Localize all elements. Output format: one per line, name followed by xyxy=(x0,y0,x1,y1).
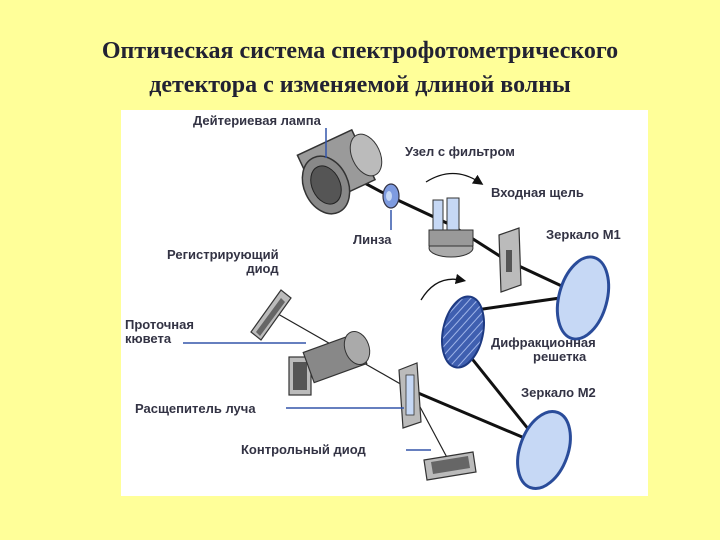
grating-rotation-arrow xyxy=(420,273,467,301)
label-grating: Дифракционная решетка xyxy=(491,336,596,364)
mirror-m1 xyxy=(555,255,611,341)
label-control-diode: Контрольный диод xyxy=(241,442,366,457)
label-flow-cell-line-1: Проточная xyxy=(125,317,194,332)
label-deuterium-lamp: Дейтериевая лампа xyxy=(193,113,321,128)
label-recording-diode-line-1: Регистрирующий xyxy=(167,247,279,262)
filter-rotation-arrow xyxy=(425,172,484,185)
deuterium-lamp xyxy=(296,128,383,215)
label-beam-splitter: Расщепитель луча xyxy=(135,401,256,416)
control-diode xyxy=(423,451,477,481)
leader-lines xyxy=(183,128,431,451)
title-line-1: Оптическая система спектрофотометрическо… xyxy=(101,38,619,64)
label-filter-unit: Узел с фильтром xyxy=(405,144,515,159)
slide-title: Оптическая система спектрофотометрическо… xyxy=(0,34,720,102)
title-line-2: детектора с изменяемой длиной волны xyxy=(149,72,571,98)
label-grating-line-1: Дифракционная xyxy=(491,335,596,350)
label-flow-cell: Проточная кювета xyxy=(125,318,194,346)
entrance-slit xyxy=(498,227,522,293)
lens xyxy=(382,183,400,209)
mirror-m2 xyxy=(516,410,572,490)
diffraction-grating xyxy=(420,273,485,369)
optical-diagram: Дейтериевая лампа Узел с фильтром Входна… xyxy=(121,110,648,496)
beam-m2-to-splitter xyxy=(410,388,542,447)
label-grating-line-2: решетка xyxy=(533,349,587,364)
label-recording-diode: Регистрирующий диод xyxy=(167,248,279,276)
flow-cell xyxy=(288,331,371,396)
label-entrance-slit: Входная щель xyxy=(491,185,584,200)
optical-diagram-svg xyxy=(183,128,611,490)
label-lens: Линза xyxy=(353,232,392,247)
beam-splitter xyxy=(398,362,422,429)
label-recording-diode-line-2: диод xyxy=(246,261,279,276)
filter-unit xyxy=(425,172,484,258)
recording-diode xyxy=(250,289,292,341)
label-flow-cell-line-2: кювета xyxy=(125,331,172,346)
label-mirror-m2: Зеркало М2 xyxy=(521,385,596,400)
label-mirror-m1: Зеркало М1 xyxy=(546,227,621,242)
